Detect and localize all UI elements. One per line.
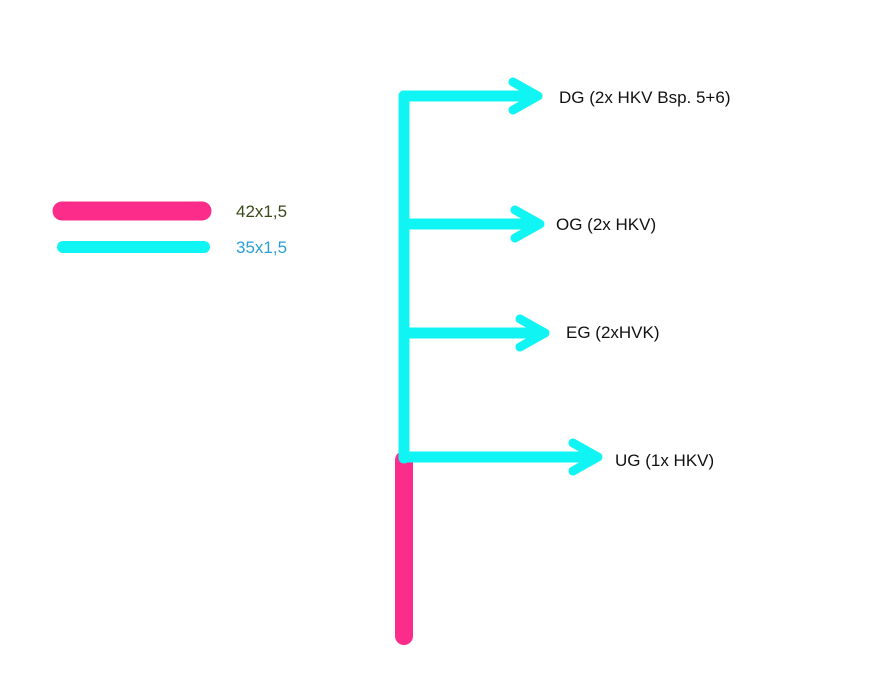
branch-og-arrowhead bbox=[510, 205, 545, 243]
branch-ug-arrowhead bbox=[568, 438, 603, 476]
legend-label-35: 35x1,5 bbox=[236, 238, 287, 257]
legend-label-42: 42x1,5 bbox=[236, 202, 287, 221]
branch-dg: DG (2x HKV Bsp. 5+6) bbox=[398, 77, 730, 115]
branch-dg-label: DG (2x HKV Bsp. 5+6) bbox=[559, 88, 730, 107]
legend: 42x1,5 35x1,5 bbox=[52, 201, 287, 257]
branch-eg-label: EG (2xHVK) bbox=[566, 323, 660, 342]
branch-og: OG (2x HKV) bbox=[398, 205, 656, 243]
branch-eg: EG (2xHVK) bbox=[398, 314, 660, 352]
branch-ug-label: UG (1x HKV) bbox=[615, 451, 714, 470]
branch-dg-arrowhead bbox=[508, 77, 543, 115]
branch-ug: UG (1x HKV) bbox=[398, 438, 714, 476]
branch-og-label: OG (2x HKV) bbox=[556, 215, 656, 234]
branch-eg-arrowhead bbox=[515, 314, 550, 352]
